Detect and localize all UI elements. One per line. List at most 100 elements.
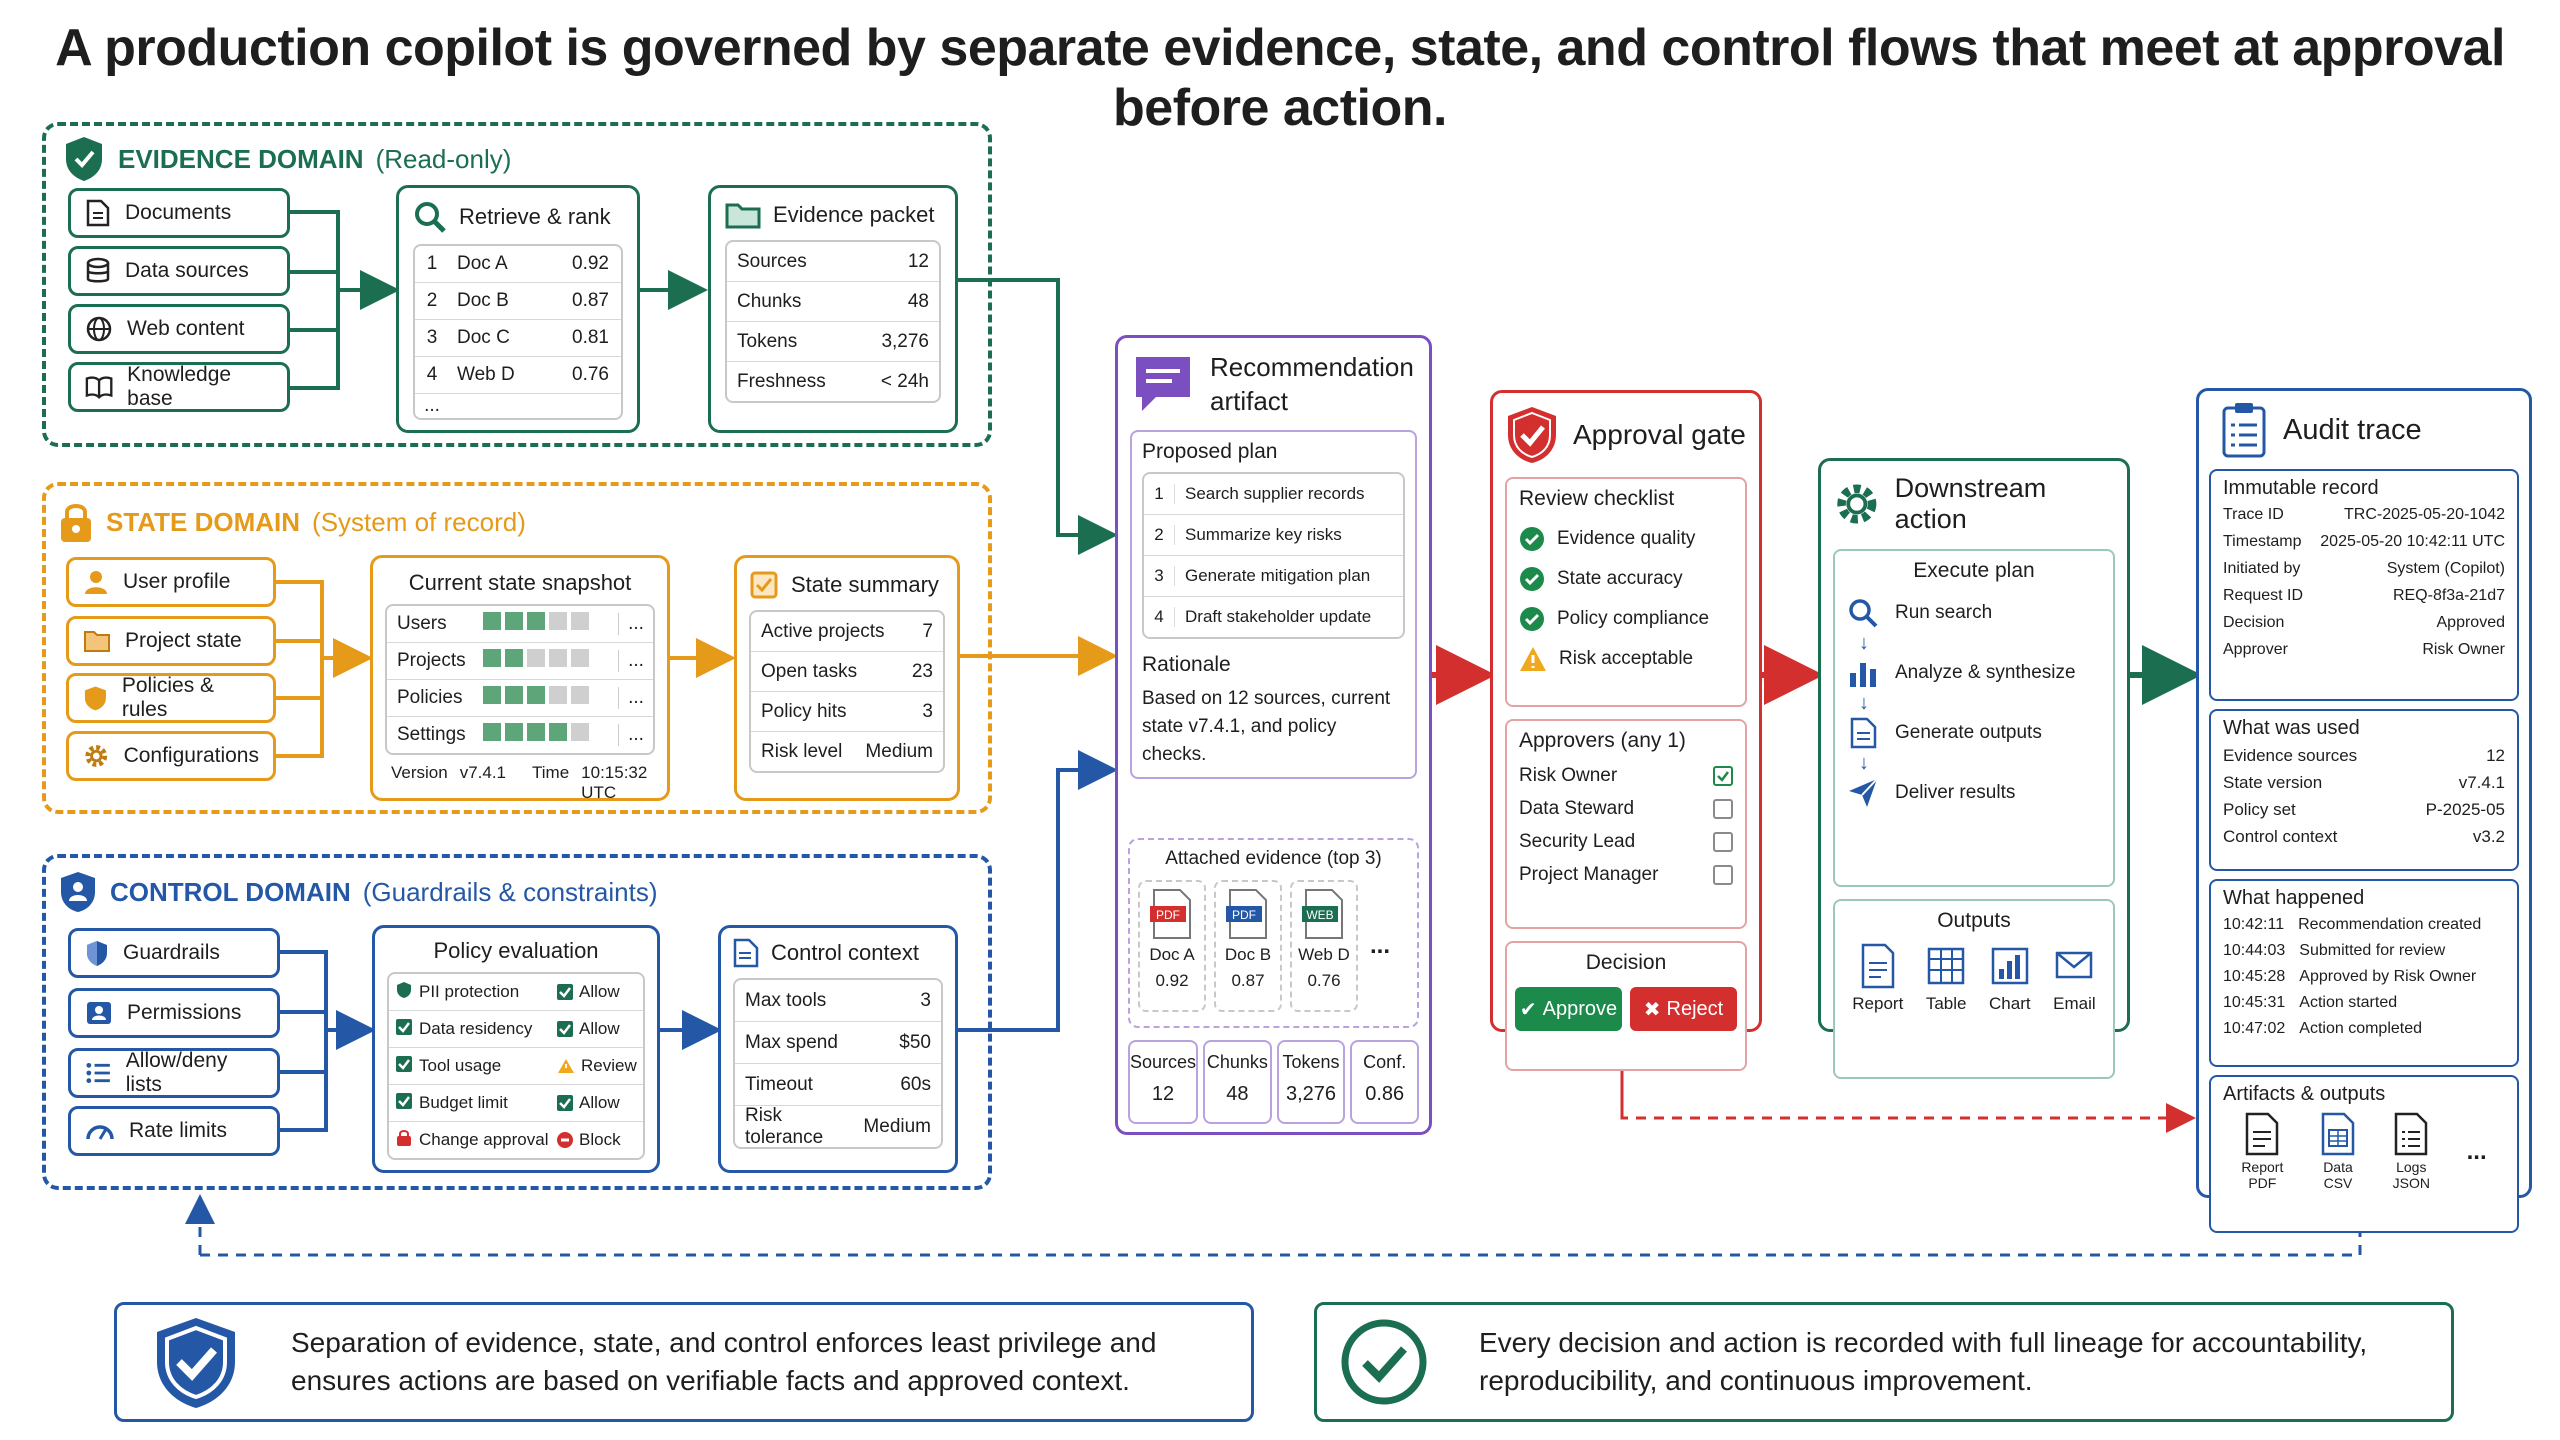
source-project-state[interactable]: Project state [66, 616, 276, 666]
arrow-down-icon: ↓ [1859, 752, 1869, 774]
context-row-max-spend: Max spend$50 [735, 1022, 941, 1064]
table-row[interactable]: Data residency Allow [389, 1011, 643, 1048]
reject-button[interactable]: ✖Reject [1630, 987, 1737, 1031]
shield-icon [84, 686, 106, 711]
page-title: A production copilot is governed by sepa… [55, 19, 2505, 137]
folder-icon [725, 203, 761, 229]
approver-project-manager[interactable]: Project Manager [1519, 858, 1733, 891]
table-row[interactable]: Users... [387, 606, 653, 643]
state-domain [42, 482, 992, 814]
what-was-used-title: What was used [2223, 717, 2360, 739]
execute-step-generate: Generate outputs [1847, 713, 2101, 753]
report-icon [1861, 943, 1895, 989]
more-evidence[interactable]: ... [1370, 932, 1391, 959]
source-data-sources[interactable]: Data sources [68, 246, 290, 296]
table-row[interactable]: Tool usage Review [389, 1048, 643, 1085]
downstream-action-card: Downstream action Execute plan Run searc… [1818, 458, 2130, 1079]
source-web-content[interactable]: Web content [68, 304, 290, 354]
shield-icon [389, 981, 419, 1004]
table-row[interactable]: Budget limit Allow [389, 1085, 643, 1122]
pdf-file-icon: PDF [1150, 889, 1191, 939]
retrieve-rank-header: Retrieve & rank [413, 200, 623, 234]
checkbox[interactable] [1713, 798, 1733, 819]
database-icon [86, 257, 110, 283]
source-knowledge-base[interactable]: Knowledge base [68, 362, 290, 412]
source-rate-limits[interactable]: Rate limits [68, 1106, 280, 1156]
svg-text:PDF: PDF [1156, 908, 1180, 922]
source-allow-deny-lists[interactable]: Allow/deny lists [68, 1048, 280, 1098]
table-row[interactable]: Settings... [387, 717, 653, 753]
table-row[interactable]: Change approval Block [389, 1122, 643, 1158]
chat-bubble-icon [1136, 357, 1190, 411]
approver-data-steward[interactable]: Data Steward [1519, 792, 1733, 825]
source-user-profile[interactable]: User profile [66, 557, 276, 607]
approver-security-lead[interactable]: Security Lead [1519, 825, 1733, 858]
approver-risk-owner[interactable]: Risk Owner [1519, 759, 1733, 792]
source-policies-rules[interactable]: Policies & rules [66, 673, 276, 723]
checkbox[interactable] [1713, 831, 1733, 852]
immutable-record-title: Immutable record [2223, 477, 2379, 499]
lock-icon [61, 504, 91, 542]
chart-icon [1991, 947, 2029, 985]
web-file-icon: WEB [1302, 889, 1343, 939]
source-documents[interactable]: Documents [68, 188, 290, 238]
source-guardrails[interactable]: Guardrails [68, 928, 280, 978]
table-row[interactable]: PII protection Allow [389, 974, 643, 1011]
block-icon [557, 1132, 573, 1148]
table-row[interactable]: Policies... [387, 680, 653, 717]
checkbox-checked[interactable] [1713, 765, 1733, 786]
check-circle-icon [1520, 527, 1544, 551]
check-box-icon [557, 984, 573, 1000]
output-report[interactable]: Report [1852, 943, 1903, 1014]
output-chart[interactable]: Chart [1989, 943, 2031, 1014]
outputs-title: Outputs [1937, 909, 2011, 932]
output-email[interactable]: Email [2053, 943, 2096, 1014]
source-configurations[interactable]: Configurations [66, 731, 276, 781]
check-box-icon [557, 1095, 573, 1111]
approve-button[interactable]: ✔Approve [1515, 987, 1622, 1031]
downstream-action-header: Downstream action [1833, 473, 2115, 535]
checkbox[interactable] [1713, 864, 1733, 885]
control-domain-title: CONTROL DOMAIN(Guardrails & constraints) [58, 870, 658, 914]
arrow-down-icon: ↓ [1859, 632, 1869, 654]
approval-gate-card: Approval gate Review checklist Evidence … [1490, 390, 1762, 1071]
output-table[interactable]: Table [1926, 943, 1966, 1014]
attached-evidence-title: Attached evidence (top 3) [1165, 848, 1382, 869]
policy-evaluation-table: PII protection Allow Data residency Allo… [387, 972, 645, 1160]
policy-evaluation-title: Policy evaluation [433, 938, 599, 963]
lock-icon [389, 1129, 419, 1152]
table-row[interactable]: Projects... [387, 643, 653, 680]
more-artifacts[interactable]: ... [2466, 1137, 2487, 1165]
source-permissions[interactable]: Permissions [68, 988, 280, 1038]
arrow-down-icon: ↓ [1859, 692, 1869, 714]
